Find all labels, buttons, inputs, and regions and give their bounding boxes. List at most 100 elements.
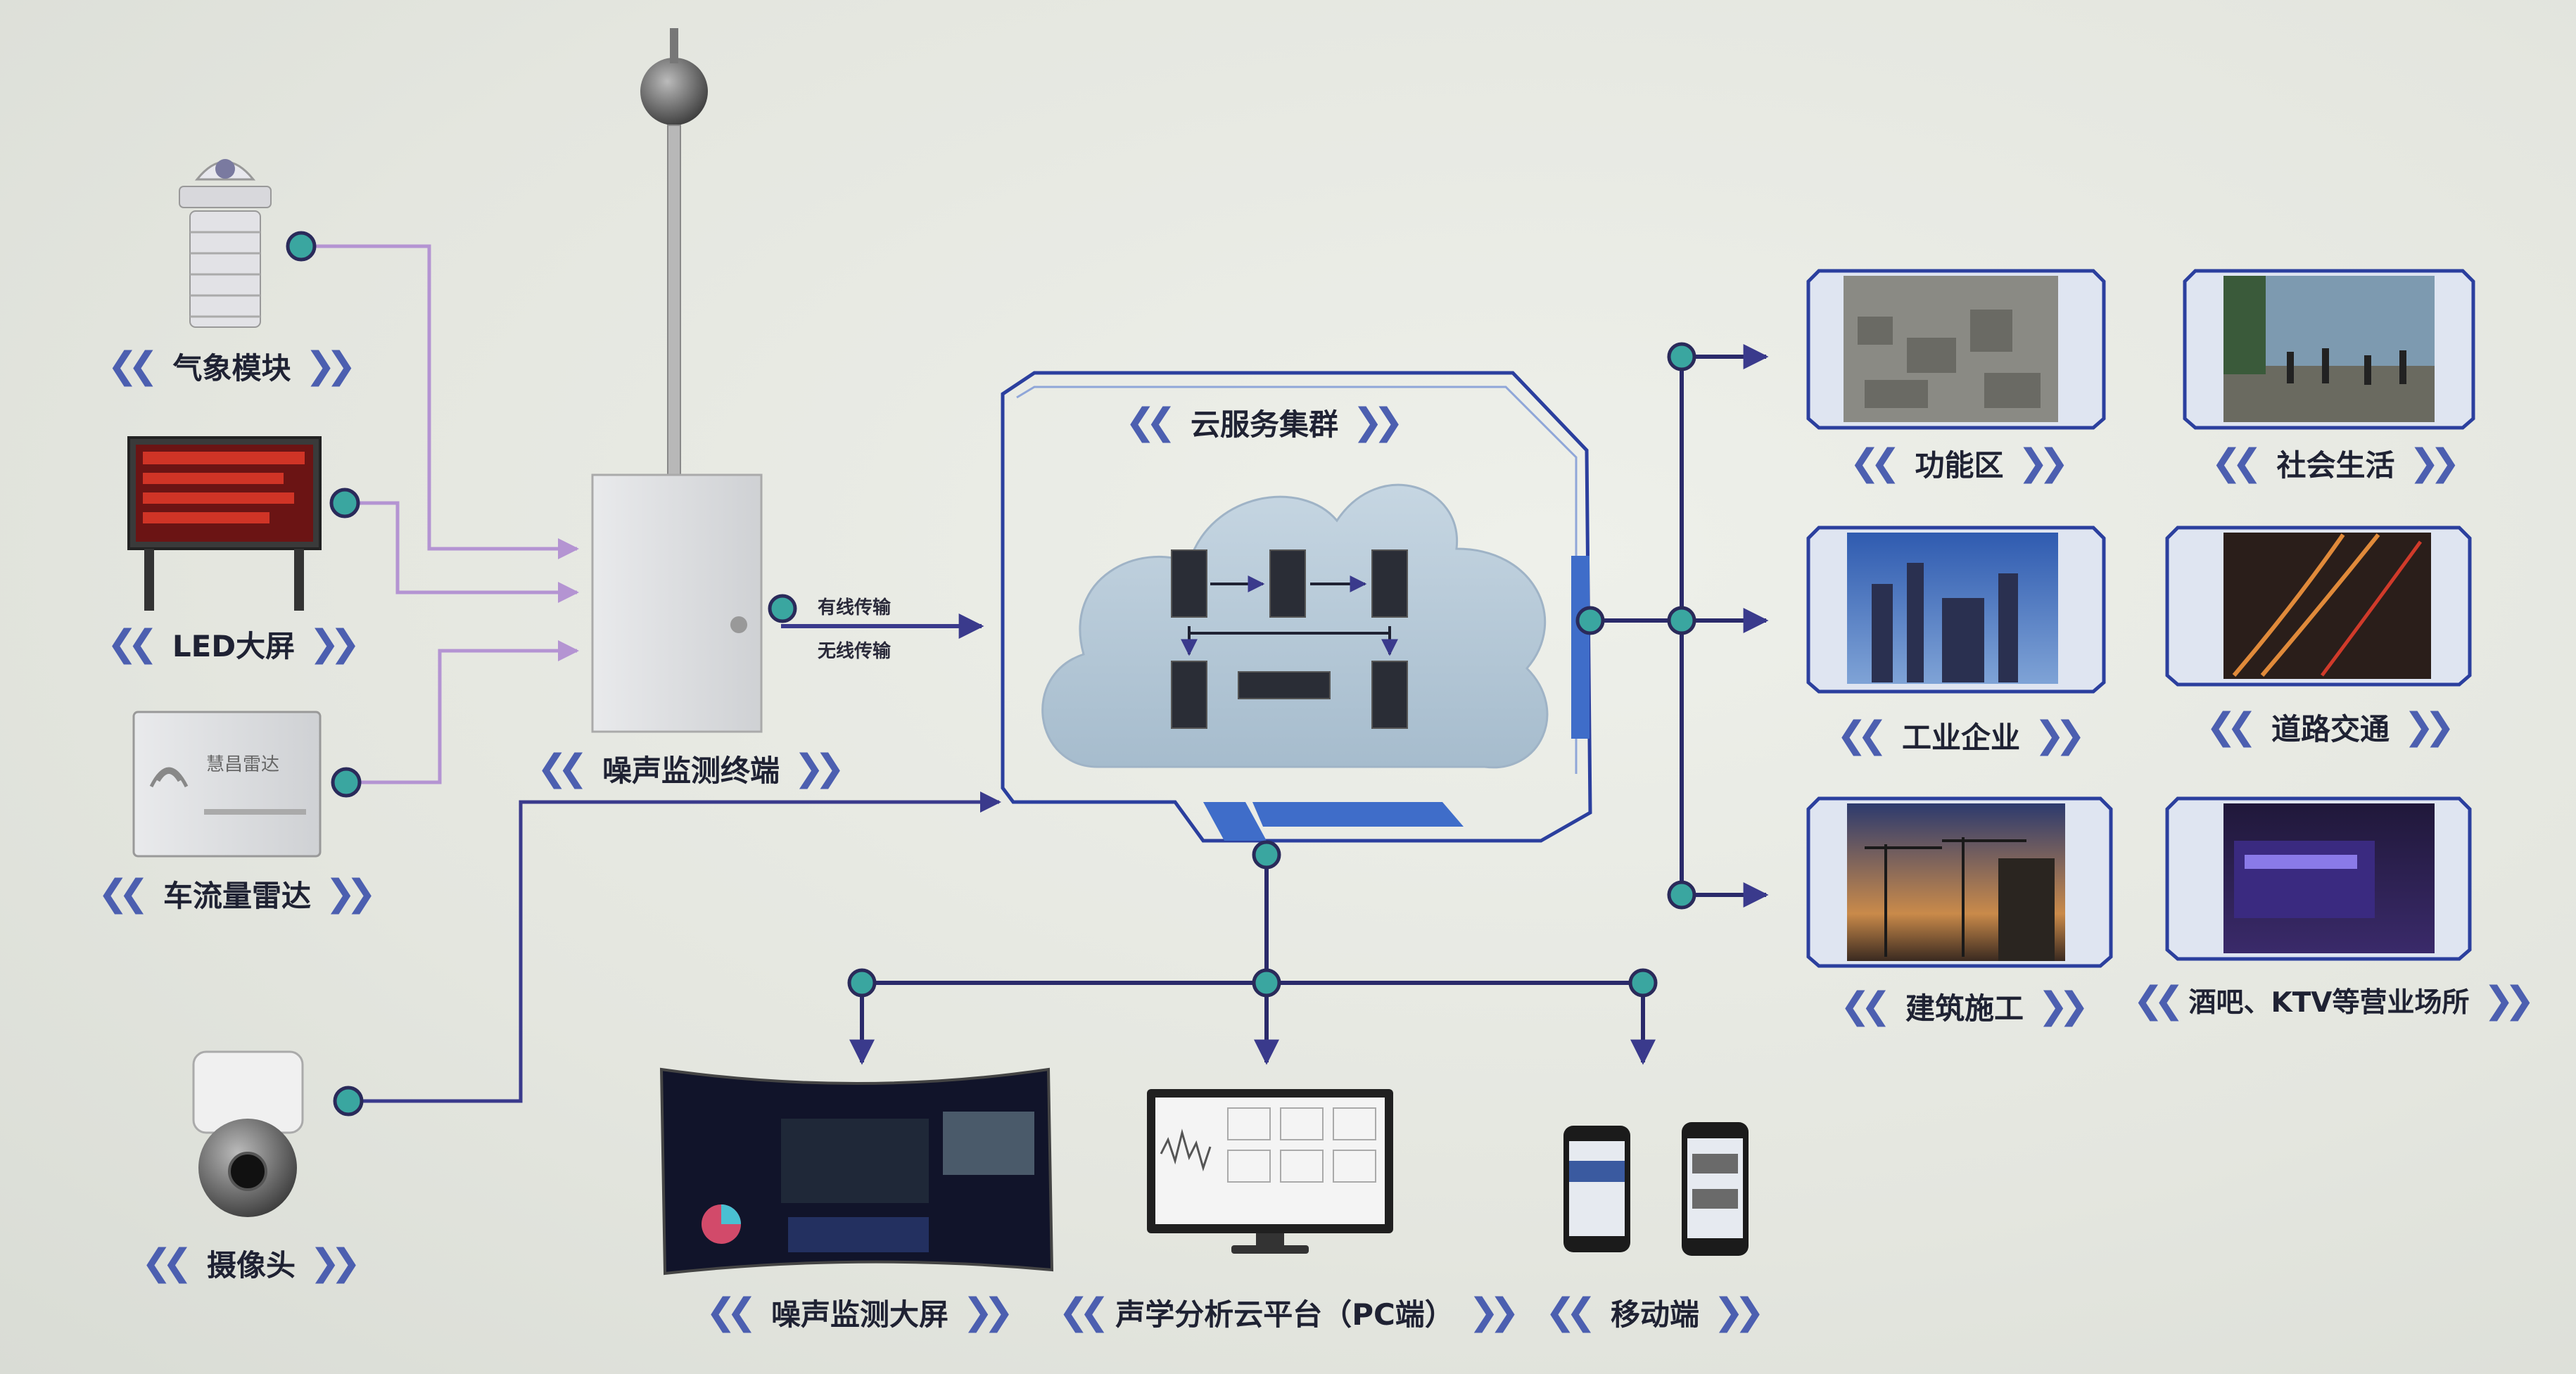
chevron-right-icon: ❯❯	[2017, 442, 2069, 484]
connector-radar	[345, 640, 579, 784]
tower	[1942, 598, 1984, 682]
terminal-microphone-pole	[670, 28, 678, 63]
city-block	[1984, 373, 2041, 408]
cloud-frame-outline	[1001, 371, 1592, 843]
chevron-right-icon: ❯❯	[1713, 1291, 1765, 1333]
pc-mini-chart	[1227, 1107, 1271, 1140]
radar-fine-print	[204, 809, 306, 815]
connector-camera	[348, 791, 1001, 1103]
label-led: ❮❮ LED大屏 ❯❯	[91, 623, 366, 665]
person	[2399, 350, 2406, 384]
label-zone-traffic: ❮❮ 道路交通 ❯❯	[2185, 706, 2466, 748]
transmission-wireless: 无线传输	[818, 641, 892, 662]
phone-right-card	[1692, 1154, 1738, 1173]
city-block	[1970, 310, 2012, 352]
pc-mini-chart	[1227, 1150, 1271, 1183]
label-weather: ❮❮ 气象模块 ❯❯	[88, 345, 366, 387]
label-mobile-text: 移动端	[1610, 1297, 1699, 1332]
social-people	[2287, 348, 2406, 385]
chevron-right-icon: ❯❯	[2483, 979, 2535, 1022]
label-zone-social-text: 社会生活	[2276, 447, 2395, 483]
chevron-left-icon: ❮❮	[536, 747, 588, 789]
input-connectors	[303, 244, 1001, 1103]
zone-social-frame	[2183, 269, 2475, 430]
led-row	[143, 492, 294, 504]
node-cloud-bottom	[1252, 840, 1281, 870]
node-led	[329, 488, 360, 519]
chevron-right-icon: ❯❯	[2038, 985, 2089, 1027]
cloud-frame-bottom-tab	[1203, 802, 1267, 841]
person	[2322, 348, 2329, 383]
label-zone-bar: ❮❮ 酒吧、KTV等营业场所 ❯❯	[2121, 979, 2537, 1022]
label-pc-text: 声学分析云平台（PC端）	[1115, 1297, 1454, 1332]
chevron-left-icon: ❮❮	[1839, 985, 1891, 1027]
label-pc: ❮❮ 声学分析云平台（PC端） ❯❯	[1058, 1291, 1520, 1333]
radar-wave-icon	[149, 767, 189, 788]
pc-mini-chart	[1333, 1107, 1376, 1140]
phone-right-screen	[1687, 1138, 1743, 1238]
label-mobile: ❮❮ 移动端 ❯❯	[1530, 1291, 1770, 1333]
radar-body	[132, 711, 322, 858]
node-bus-bottom	[1667, 880, 1696, 910]
zone-traffic-frame	[2165, 526, 2472, 687]
storage-array	[1238, 671, 1331, 699]
person	[2287, 352, 2294, 383]
transmission-wired: 有线传输	[818, 597, 892, 618]
label-zone-construction-text: 建筑施工	[1905, 991, 2024, 1026]
label-big-screen-text: 噪声监测大屏	[770, 1297, 948, 1332]
node-terminal	[768, 594, 797, 623]
server	[1371, 661, 1408, 729]
person	[2364, 355, 2371, 385]
bar-neon	[2245, 855, 2357, 869]
node-weather	[286, 231, 317, 262]
chevron-left-icon: ❮❮	[107, 345, 158, 387]
led-text-rows	[143, 452, 305, 523]
label-zone-function: ❮❮ 功能区 ❯❯	[1819, 442, 2090, 484]
label-big-screen: ❮❮ 噪声监测大屏 ❯❯	[697, 1291, 1014, 1333]
connector-weather	[303, 244, 579, 559]
traffic-light-trails-red	[2320, 540, 2423, 677]
label-zone-traffic-text: 道路交通	[2271, 711, 2390, 746]
node-bottom-left	[847, 968, 877, 998]
chevron-left-icon: ❮❮	[1058, 1291, 1110, 1333]
weather-cap	[179, 186, 272, 208]
noise-terminal	[591, 28, 763, 733]
zone-industry-frame	[1806, 526, 2106, 694]
camera-lens	[228, 1152, 267, 1191]
chevron-right-icon: ❯❯	[325, 872, 376, 915]
server-links	[1181, 575, 1398, 656]
pc-mini-chart	[1280, 1107, 1324, 1140]
traffic-light-trails	[2232, 533, 2380, 677]
led-leg-left	[144, 549, 154, 611]
label-led-text: LED大屏	[172, 628, 296, 663]
mobile-phones	[1563, 1122, 1749, 1256]
zone-function-frame	[1806, 269, 2106, 430]
refinery-towers	[1872, 563, 2018, 682]
radar-device: 慧昌雷达	[132, 711, 322, 858]
chevron-left-icon: ❮❮	[2133, 979, 2184, 1022]
label-terminal-text: 噪声监测终端	[602, 753, 780, 788]
pc-mini-chart	[1333, 1150, 1376, 1183]
pc-chart-wave	[1160, 1128, 1212, 1172]
cloud-frame-bottom-bar	[1252, 802, 1464, 827]
label-zone-industry: ❮❮ 工业企业 ❯❯	[1815, 714, 2097, 756]
phone-left-screen	[1569, 1141, 1625, 1236]
cloud-frame-side-bar	[1571, 556, 1590, 739]
chevron-left-icon: ❮❮	[1836, 714, 1888, 756]
label-zone-industry-text: 工业企业	[1901, 720, 2020, 755]
chevron-right-icon: ❯❯	[794, 747, 845, 789]
led-row	[143, 473, 284, 484]
pc-base	[1231, 1245, 1309, 1254]
chevron-left-icon: ❮❮	[1124, 401, 1176, 443]
server-link	[1188, 626, 1391, 635]
chevron-right-icon: ❯❯	[309, 623, 360, 665]
chevron-right-icon: ❯❯	[2034, 714, 2086, 756]
phone-left-banner	[1569, 1161, 1625, 1182]
pc-mini-chart	[1280, 1150, 1324, 1183]
chevron-left-icon: ❮❮	[97, 872, 149, 915]
chevron-left-icon: ❮❮	[106, 623, 158, 665]
radar-sign: 慧昌雷达	[206, 754, 279, 775]
weather-shield	[189, 210, 261, 328]
tower	[1872, 584, 1893, 682]
label-terminal: ❮❮ 噪声监测终端 ❯❯	[531, 747, 845, 789]
